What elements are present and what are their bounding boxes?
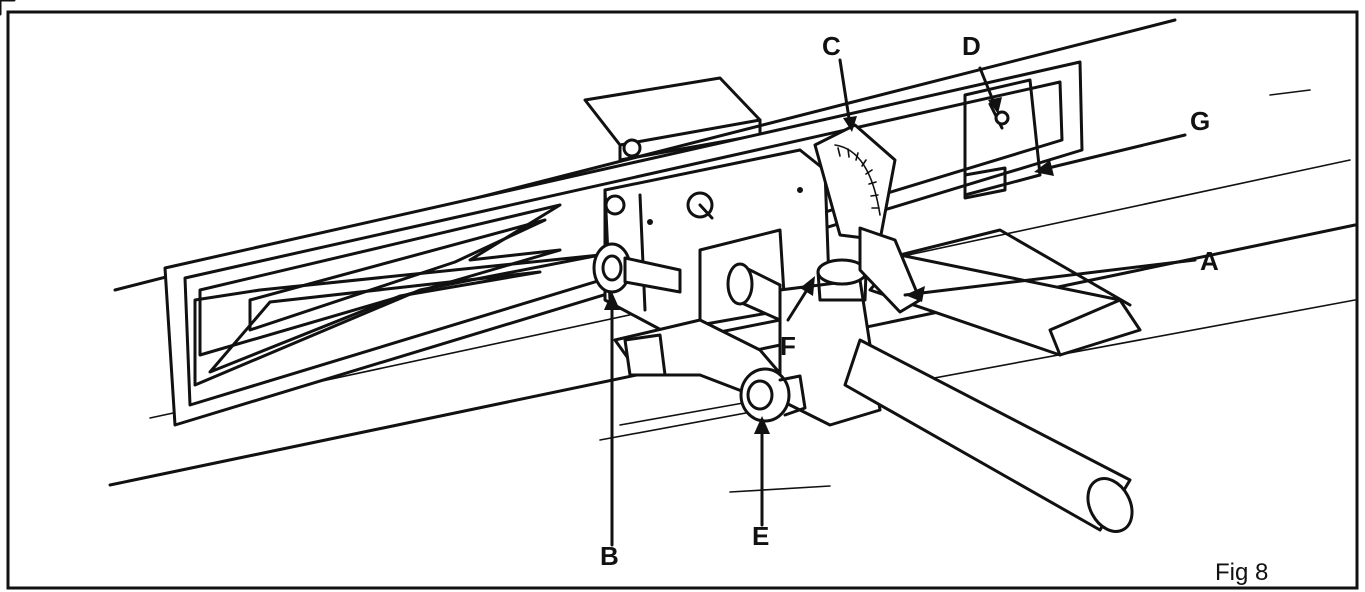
callout-g: G bbox=[1190, 106, 1210, 136]
callout-e: E bbox=[752, 521, 769, 551]
figure-caption: Fig 8 bbox=[1215, 559, 1268, 586]
scale-plate bbox=[813, 123, 897, 242]
callout-f: F bbox=[780, 331, 796, 361]
callout-lines bbox=[604, 58, 1197, 547]
lever-a bbox=[858, 226, 922, 314]
figure-frame bbox=[6, 10, 1359, 590]
callout-b: B bbox=[600, 541, 619, 571]
callout-c: C bbox=[822, 31, 841, 61]
rear-fence-extension bbox=[583, 76, 762, 162]
round-bar bbox=[726, 262, 1134, 533]
callout-a: A bbox=[1200, 246, 1219, 276]
knob-e bbox=[739, 367, 807, 423]
lock-d bbox=[988, 102, 1010, 130]
callout-d: D bbox=[962, 31, 981, 61]
knob-b bbox=[592, 242, 682, 294]
